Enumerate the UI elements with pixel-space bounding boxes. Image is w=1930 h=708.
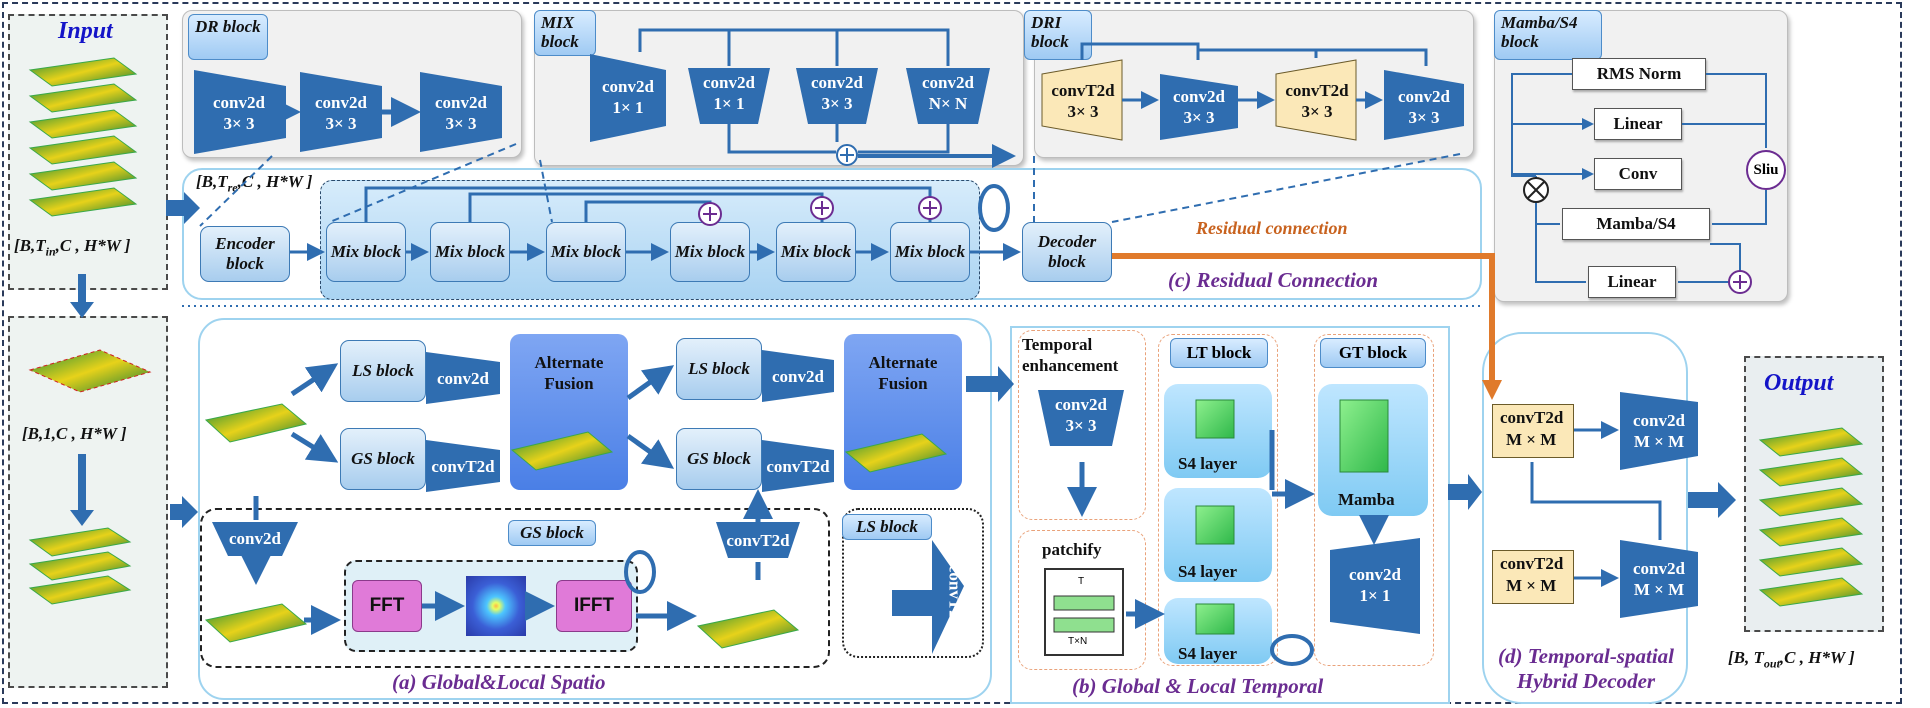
s4-layer-1-label: S4 layer [1178, 454, 1238, 473]
temporal-caption: (b) Global & Local Temporal [1072, 674, 1324, 698]
alternate-fusion-2-label: Alternate Fusion [868, 353, 938, 393]
gt-mamba-label: Mamba [1338, 490, 1395, 509]
lt-tag: LT block [1170, 338, 1268, 368]
spatio-convT2d-2: convT2d [766, 457, 830, 476]
mamba-s4-box: Mamba/S4 [1562, 208, 1710, 240]
decoder-panel [1482, 332, 1688, 704]
patch-t-mark: T [1078, 576, 1085, 587]
enh-panel [1018, 330, 1146, 520]
s4-layer-3-label: S4 layer [1178, 644, 1238, 663]
tre-shape: [B,Tre,C , H*W ] [196, 172, 313, 195]
residual-connection-label: Residual connection [1196, 218, 1348, 238]
gs-block-1: GS block [340, 428, 426, 490]
linear-box-2: Linear [1588, 266, 1676, 298]
alternate-fusion-1-label: Alternate Fusion [534, 353, 604, 393]
outer-frame [2, 2, 1902, 704]
spatio-conv2d-1: conv2d [437, 369, 489, 388]
mix-block-3: Mix block [546, 222, 626, 282]
sliu-node: Sliu [1746, 150, 1786, 190]
encoder-block: Encoder block [200, 226, 290, 282]
mix-block-4: Mix block [670, 222, 750, 282]
ls-block-1: LS block [340, 340, 426, 402]
spatio-convT2d-up: convT2d [726, 531, 790, 550]
spectrum-image [466, 576, 526, 636]
conv-box: Conv [1594, 158, 1682, 190]
convT-box-1 [1492, 404, 1574, 458]
rms-norm-box: RMS Norm [1572, 58, 1706, 90]
spatio-conv2d-2: conv2d [772, 367, 824, 386]
mix-block-1: Mix block [326, 222, 406, 282]
convT-box-2 [1492, 550, 1574, 604]
convT-box-1-l1: convT2d [1500, 408, 1564, 427]
gs-detail-panel [200, 508, 830, 668]
dr-tag: DR block [188, 14, 268, 60]
s4-layer-2-label: S4 layer [1178, 562, 1238, 581]
gs-tag: GS block [508, 520, 596, 546]
mix-block-5: Mix block [776, 222, 856, 282]
ls-detail-panel [842, 508, 984, 658]
linear-box-1: Linear [1594, 108, 1682, 140]
decoder-caption-2: Hybrid Decoder [1516, 669, 1656, 693]
convT-box-2-l1: convT2d [1500, 554, 1564, 573]
spatio-caption: (a) Global&Local Spatio [392, 670, 606, 694]
mamba-tag: Mamba/S4 block [1494, 10, 1602, 60]
patch-box [1044, 568, 1124, 656]
output-title: Output [1764, 370, 1834, 396]
dr-convs [194, 70, 502, 154]
decoder-caption: (d) Temporal-spatial Hybrid Decoder [1486, 644, 1686, 694]
input-title: Input [58, 18, 113, 44]
ifft-box: IFFT [556, 580, 632, 632]
decoder-caption-1: (d) Temporal-spatial [1498, 644, 1674, 668]
temporal-enhancement-label: Temporal enhancement [1022, 335, 1119, 375]
mix-tag: MIX block [534, 10, 596, 56]
residual-caption: (c) Residual Connection [1168, 268, 1379, 292]
spatio-conv2d-down: conv2d [229, 529, 281, 548]
mix-block-6: Mix block [890, 222, 970, 282]
spatio-convT2d-1: convT2d [431, 457, 495, 476]
output-shape: [B, Tout,C , H*W ] [1728, 648, 1855, 671]
ls-block-2: LS block [676, 338, 762, 400]
input-shape: [B,Tin,C , H*W ] [14, 236, 131, 259]
convT-box-1-l2: M × M [1506, 430, 1557, 449]
patchify-label: patchify [1042, 540, 1102, 559]
slice-shape: [B,1,C , H*W ] [22, 424, 127, 443]
gs-block-2: GS block [676, 428, 762, 490]
spatio-convT2d-rot: convT2d [945, 564, 965, 629]
lt-panel [1158, 334, 1278, 666]
ls-tag: LS block [842, 514, 932, 540]
convT-box-2-l2: M × M [1506, 576, 1557, 595]
fft-box: FFT [352, 580, 422, 632]
mix-block-2: Mix block [430, 222, 510, 282]
decoder-block: Decoder block [1022, 222, 1112, 282]
gt-tag: GT block [1320, 338, 1426, 368]
patch-tn-mark: T×N [1068, 636, 1088, 647]
